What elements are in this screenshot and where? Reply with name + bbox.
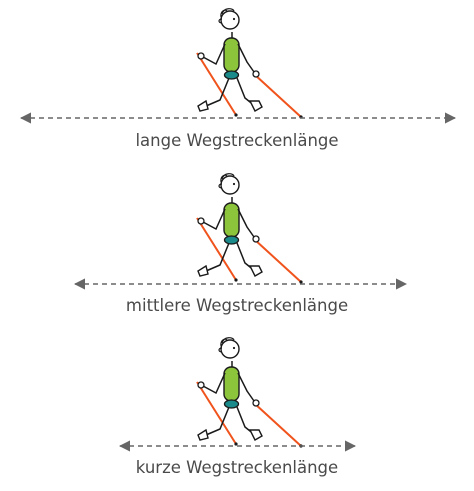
label-medium-distance: mittlere Wegstreckenlänge [125, 296, 349, 315]
label-short-distance: kurze Wegstreckenlänge [135, 458, 339, 477]
walker-figure-medium [196, 172, 304, 285]
walker-figure-long [196, 7, 304, 120]
walker-figure-short [196, 336, 304, 449]
label-long-distance: lange Wegstreckenlänge [135, 131, 339, 150]
